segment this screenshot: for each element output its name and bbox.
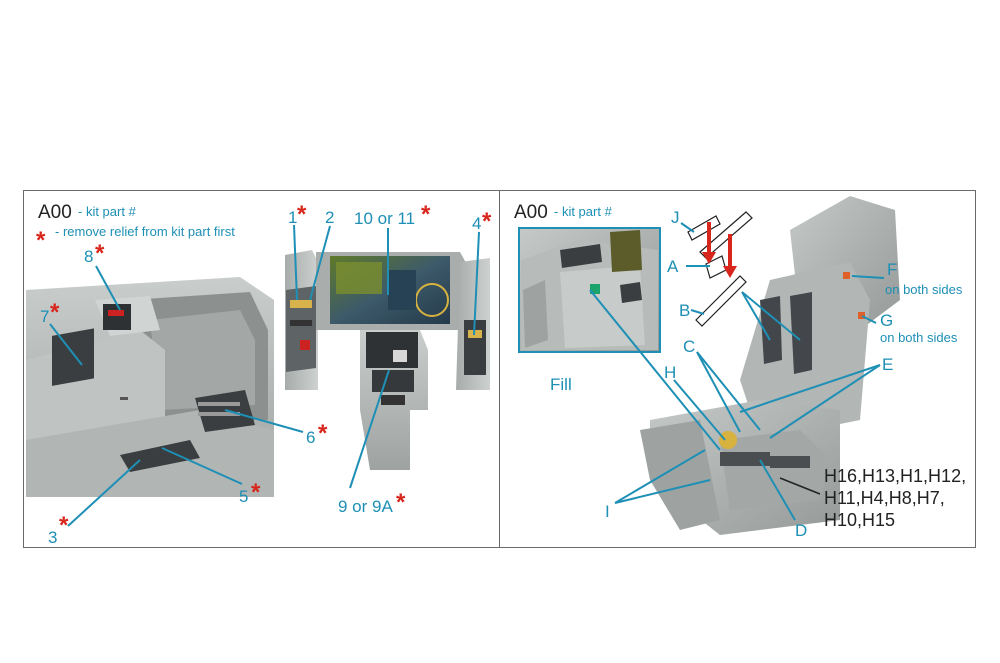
callout-7-asterisk: * xyxy=(50,299,60,326)
instrument-panel-image xyxy=(285,250,490,470)
callout-10-asterisk: * xyxy=(421,201,431,228)
callout-g-note: on both sides xyxy=(880,330,958,345)
callout-a: A xyxy=(667,257,679,276)
callout-5-asterisk: * xyxy=(251,479,261,506)
legend-code-note-right: - kit part # xyxy=(554,204,613,219)
callout-e: E xyxy=(882,355,893,374)
callout-4: 4 xyxy=(472,214,481,233)
callout-h: H xyxy=(664,363,676,382)
ejection-seat-image xyxy=(640,196,900,535)
callout-5: 5 xyxy=(239,487,248,506)
callout-8: 8 xyxy=(84,247,93,266)
callout-3-asterisk: * xyxy=(59,512,69,539)
callout-i: I xyxy=(605,502,610,521)
callout-6-asterisk: * xyxy=(318,420,328,447)
harness-strap-drawings xyxy=(687,211,753,327)
callout-1-asterisk: * xyxy=(297,201,307,228)
callout-2: 2 xyxy=(325,208,334,227)
legend-asterisk-note: - remove relief from kit part first xyxy=(55,224,235,239)
callout-4-asterisk: * xyxy=(482,208,492,235)
callout-d: D xyxy=(795,521,807,540)
right-leader-lines xyxy=(589,222,885,521)
callout-3: 3 xyxy=(48,528,57,547)
part-codes-line-2: H11,H4,H8,H7, xyxy=(824,488,945,508)
cockpit-tub-image xyxy=(26,277,274,497)
callout-f: F xyxy=(887,260,897,279)
callout-6: 6 xyxy=(306,428,315,447)
panel-divider xyxy=(499,190,500,548)
part-codes-line-3: H10,H15 xyxy=(824,510,895,530)
fill-detail-inset xyxy=(518,227,661,353)
callout-7: 7 xyxy=(40,307,49,326)
callout-j: J xyxy=(671,208,680,227)
callout-10-or-11: 10 or 11 xyxy=(354,209,415,228)
callout-9-asterisk: * xyxy=(396,489,406,516)
callout-1: 1 xyxy=(288,208,297,227)
callout-b: B xyxy=(679,301,690,320)
part-codes-line-1: H16,H13,H1,H12, xyxy=(824,466,966,486)
legend-code-left: A00 xyxy=(38,202,72,223)
callout-fill: Fill xyxy=(550,375,572,394)
legend-asterisk: * xyxy=(36,227,46,254)
callout-f-note: on both sides xyxy=(885,282,963,297)
callout-g: G xyxy=(880,311,893,330)
callout-9-or-9a: 9 or 9A xyxy=(338,497,393,516)
left-leader-lines xyxy=(49,224,480,527)
legend-code-note-left: - kit part # xyxy=(78,204,137,219)
legend-code-right: A00 xyxy=(514,202,548,223)
callout-8-asterisk: * xyxy=(95,240,105,267)
callout-c: C xyxy=(683,337,695,356)
